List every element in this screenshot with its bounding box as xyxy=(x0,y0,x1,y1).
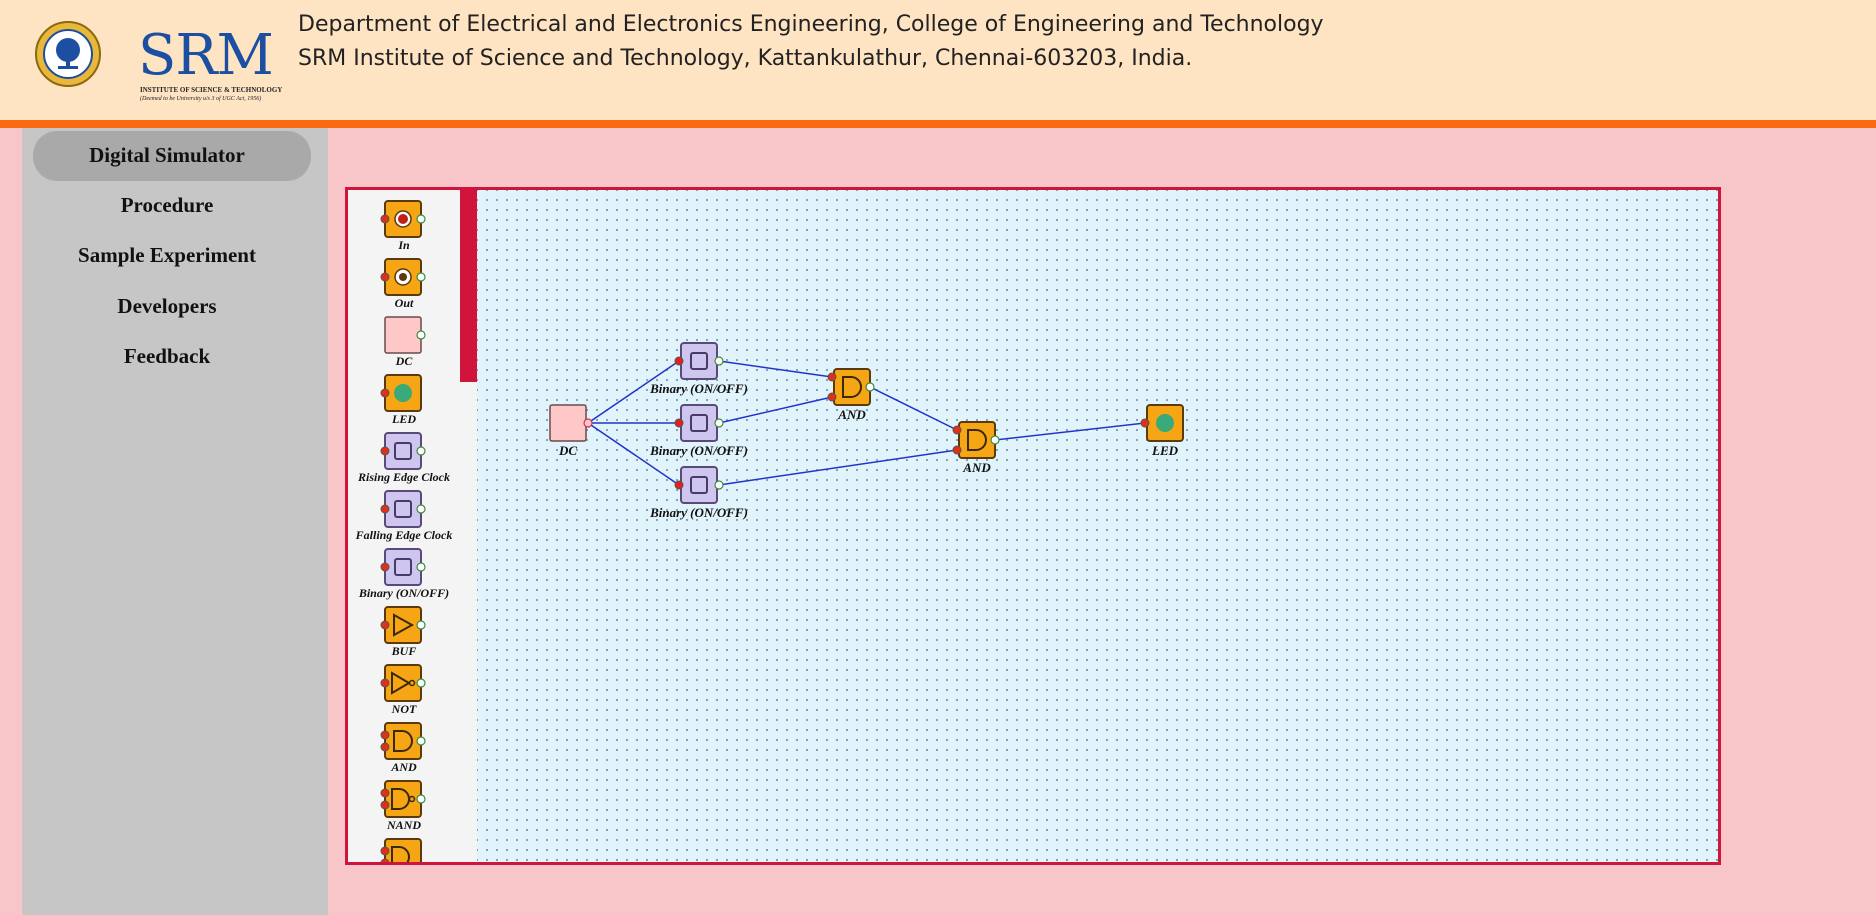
palette-label: Rising Edge Clock xyxy=(357,470,450,484)
and-gate-1[interactable] xyxy=(827,368,875,406)
palette-item-rising-edge-clock[interactable]: Rising Edge Clock xyxy=(348,432,460,485)
wire[interactable] xyxy=(587,360,680,424)
palette-label: NOT xyxy=(391,702,417,716)
logo-tagline: (Deemed to be University u/s 3 of UGC Ac… xyxy=(140,96,262,102)
sidebar-nav: Digital Simulator Procedure Sample Exper… xyxy=(22,128,328,915)
palette-item-partial[interactable] xyxy=(348,838,460,862)
binary-switch-2[interactable] xyxy=(674,404,724,442)
palette-item-out[interactable]: Out xyxy=(348,258,460,311)
palette-label: Falling Edge Clock xyxy=(355,528,453,542)
site-header: SRM INSTITUTE OF SCIENCE & TECHNOLOGY (D… xyxy=(0,0,1876,128)
component-label-and-2: AND xyxy=(963,460,991,475)
and-gate-2[interactable] xyxy=(952,421,1000,459)
nav-procedure[interactable]: Procedure xyxy=(120,193,214,217)
output-icon xyxy=(380,258,426,296)
palette-label: DC xyxy=(395,354,413,368)
component-label-and-1: AND xyxy=(838,407,866,422)
nav-sample-experiment[interactable]: Sample Experiment xyxy=(78,243,256,267)
wire[interactable] xyxy=(869,386,958,431)
dc-source-icon xyxy=(384,316,426,354)
wire[interactable] xyxy=(718,449,958,486)
and-gate-icon xyxy=(380,722,426,760)
led-output[interactable] xyxy=(1140,404,1184,442)
department-line-2: SRM Institute of Science and Technology,… xyxy=(298,46,1193,71)
wire[interactable] xyxy=(994,422,1146,441)
binary-switch-3[interactable] xyxy=(674,466,724,504)
palette-label: BUF xyxy=(391,644,417,658)
department-line-1: Department of Electrical and Electronics… xyxy=(298,12,1324,37)
palette-item-dc[interactable]: DC xyxy=(348,316,460,369)
component-label-binary-3: Binary (ON/OFF) xyxy=(650,505,748,520)
component-palette: In Out DC xyxy=(348,190,477,862)
palette-item-not[interactable]: NOT xyxy=(348,664,460,717)
nav-active-highlight xyxy=(33,131,311,181)
component-label-led: LED xyxy=(1152,443,1178,458)
palette-item-and[interactable]: AND xyxy=(348,722,460,775)
component-label-binary-1: Binary (ON/OFF) xyxy=(650,381,748,396)
rising-clock-icon xyxy=(380,432,426,470)
nav-developers[interactable]: Developers xyxy=(117,294,217,318)
wire[interactable] xyxy=(587,422,680,486)
nav-feedback[interactable]: Feedback xyxy=(123,344,211,368)
binary-switch-1[interactable] xyxy=(674,342,724,380)
input-icon xyxy=(380,200,426,238)
component-label-binary-2: Binary (ON/OFF) xyxy=(650,443,748,458)
falling-clock-icon xyxy=(380,490,426,528)
palette-label: Out xyxy=(394,296,414,310)
component-label-dc: DC xyxy=(558,443,578,458)
wire[interactable] xyxy=(718,360,833,378)
srm-seal-icon xyxy=(35,21,101,87)
palette-item-buf[interactable]: BUF xyxy=(348,606,460,659)
or-gate-icon xyxy=(380,838,422,862)
palette-item-in[interactable]: In xyxy=(348,200,460,253)
buffer-gate-icon xyxy=(380,606,426,644)
binary-switch-icon xyxy=(380,548,426,586)
srm-logo: SRM INSTITUTE OF SCIENCE & TECHNOLOGY (D… xyxy=(34,18,282,102)
wire[interactable] xyxy=(718,396,833,424)
not-gate-icon xyxy=(380,664,426,702)
led-icon xyxy=(380,374,422,412)
palette-item-binary[interactable]: Binary (ON/OFF) xyxy=(348,548,460,601)
palette-item-falling-edge-clock[interactable]: Falling Edge Clock xyxy=(348,490,460,543)
logo-text: SRM xyxy=(138,23,274,88)
palette-scrollbar[interactable] xyxy=(460,190,477,382)
wires xyxy=(587,360,1146,486)
dc-source[interactable] xyxy=(549,404,593,442)
palette-item-led[interactable]: LED xyxy=(348,374,460,427)
palette-label: NAND xyxy=(386,818,421,832)
palette-item-nand[interactable]: NAND xyxy=(348,780,460,833)
logo-subtitle: INSTITUTE OF SCIENCE & TECHNOLOGY xyxy=(140,86,283,94)
palette-label: AND xyxy=(391,760,417,774)
palette-label: In xyxy=(398,238,410,252)
circuit-canvas[interactable]: DC Binary (ON/OFF) Binary (ON/OFF) Binar… xyxy=(477,190,1718,862)
nav-digital-simulator[interactable]: Digital Simulator xyxy=(89,143,245,167)
simulator-frame: In Out DC xyxy=(345,187,1721,865)
department-title: Department of Electrical and Electronics… xyxy=(298,8,1324,76)
palette-label: Binary (ON/OFF) xyxy=(358,586,450,600)
palette-label: LED xyxy=(392,412,416,426)
circuit-drawing xyxy=(549,342,1184,504)
nand-gate-icon xyxy=(380,780,426,818)
